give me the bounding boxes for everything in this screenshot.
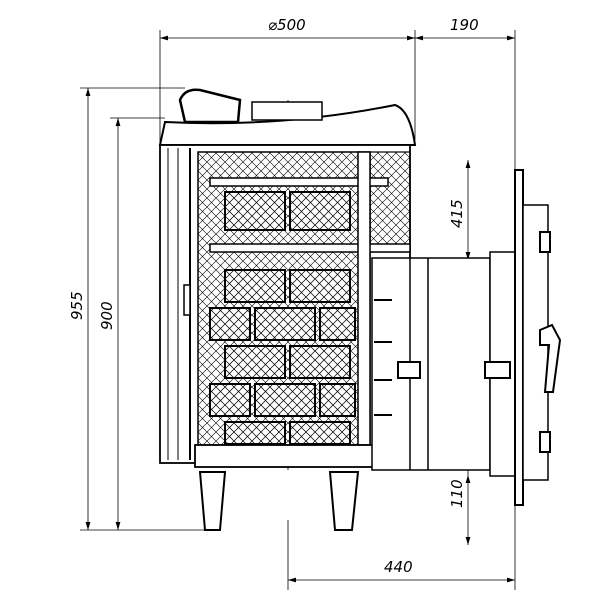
label-depth-offset: 190 [450, 16, 479, 34]
door-tunnel [371, 257, 491, 471]
door-panel [514, 169, 524, 506]
side-insulation [369, 151, 411, 253]
base-plate [194, 444, 374, 468]
leg-left [198, 471, 227, 531]
label-diameter: ⌀500 [268, 16, 306, 34]
flue-outlet [251, 101, 323, 121]
stove-body [158, 88, 417, 531]
baffle-plate [209, 177, 389, 187]
front-post [357, 151, 371, 446]
hinge-left [397, 361, 421, 379]
hinge-right [484, 361, 511, 379]
shelf-plate [209, 243, 411, 253]
label-door-top: 415 [448, 199, 466, 228]
label-body-height: 900 [98, 301, 116, 330]
label-total-height: 955 [68, 291, 86, 320]
leg-right [328, 471, 360, 531]
side-handle [183, 284, 191, 316]
label-door-bottom: 110 [448, 479, 466, 508]
firebrick-rows [209, 191, 356, 445]
flue-collar [178, 88, 242, 124]
grate-bars [374, 299, 392, 416]
door-handle [539, 323, 562, 393]
label-door-depth: 440 [384, 558, 413, 576]
door-assembly [371, 169, 562, 506]
